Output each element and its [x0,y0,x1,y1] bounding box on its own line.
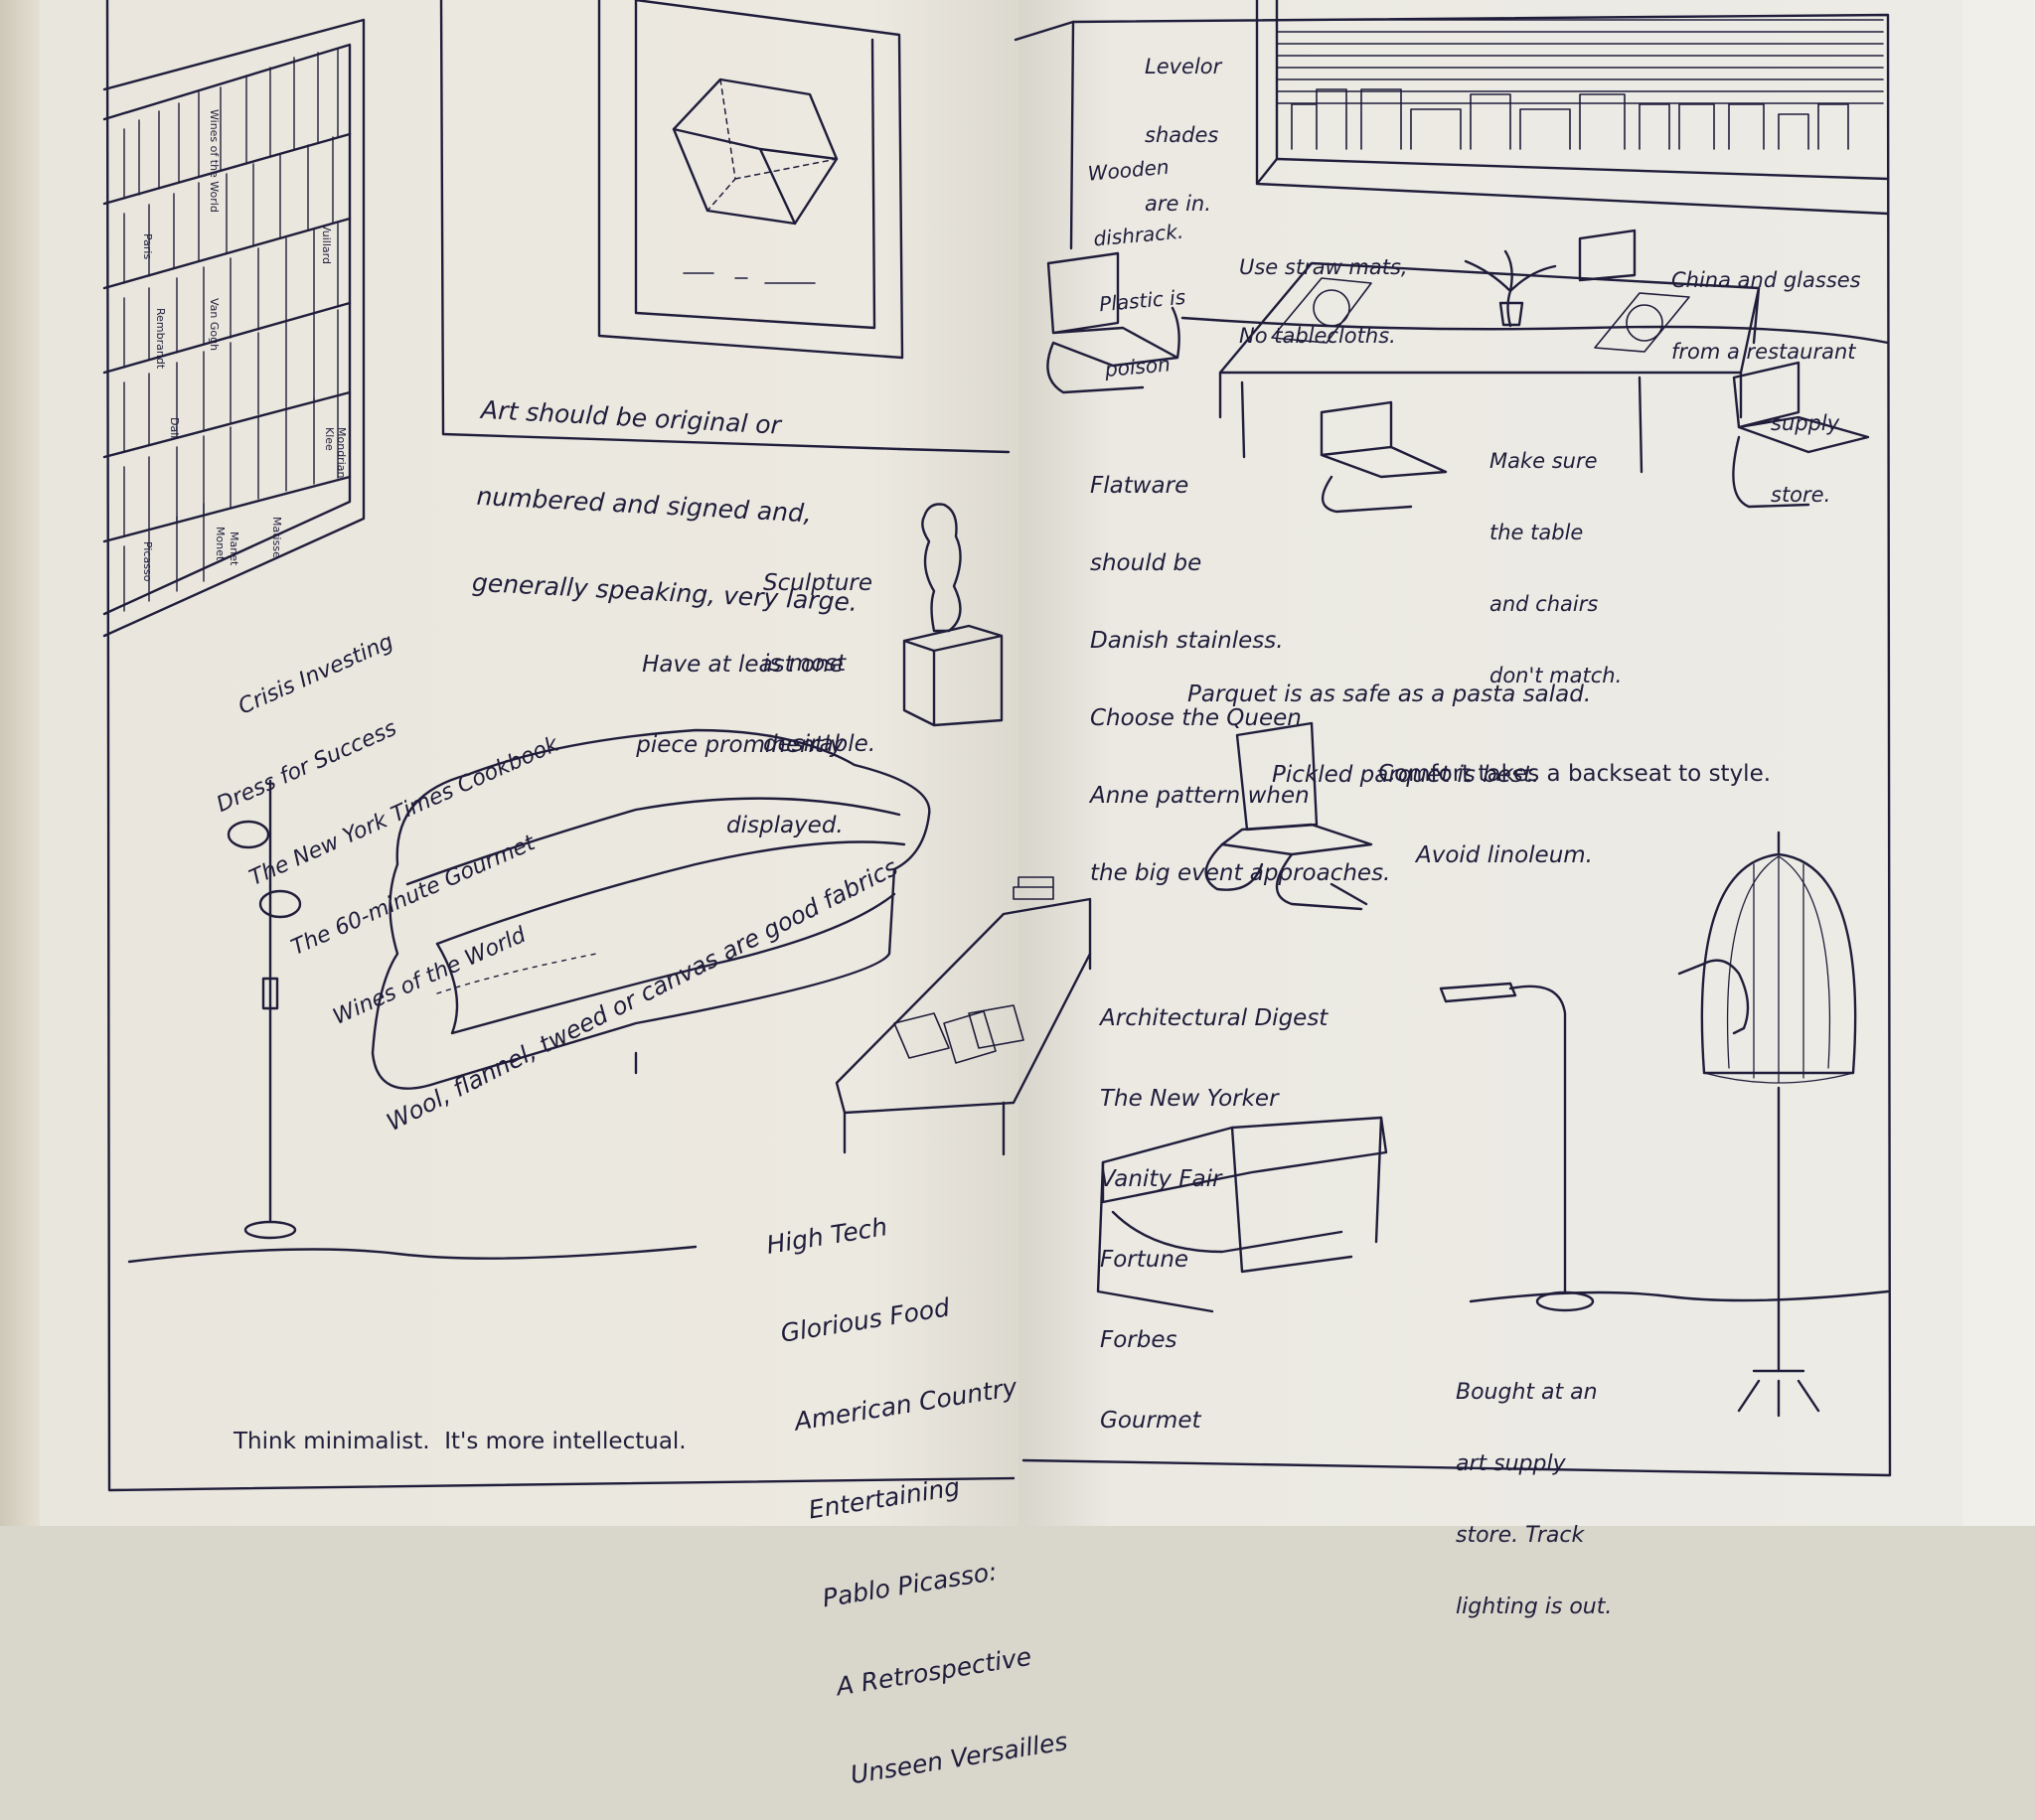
bookshelf-drawing: Wines of the World Paris Vuillard Rembra… [102,18,366,638]
note-line: art supply [1456,1451,1566,1476]
sculpture-note: Sculpture is most desirable. [763,517,875,785]
note-line: Choose the Queen [1090,705,1302,731]
mats-note: Use straw mats, No tablecloths. [1239,211,1408,371]
spine-label: Manet [228,531,240,566]
coffee-table-drawing [835,876,1092,1156]
note-line: Sculpture [763,570,873,596]
note-line: Plastic is [1098,284,1187,317]
art-caption-line: Art should be original or [480,394,782,440]
note-line: Flatware [1090,473,1189,499]
note-line: Use straw mats, [1239,255,1408,279]
note-line: the table [1489,521,1584,544]
note-line: supply [1771,411,1840,435]
magazine-title: Vanity Fair [1100,1166,1222,1192]
note-line: China and glasses [1671,268,1861,292]
chair-drawing [1204,721,1373,911]
note-line: Wooden [1086,154,1171,186]
parquet-note: Parquet is as safe as a pasta salad. Pic… [1187,628,1593,896]
note-line: is most [763,651,847,677]
book-title: Unseen Versailles [848,1727,1070,1790]
magazine-title: Fortune [1100,1247,1189,1273]
spine-label: Rembrandt [154,308,167,370]
note-line: shades [1145,123,1219,147]
flatware-note: Flatware should be Danish stainless. Cho… [1090,421,1390,912]
illustration-layer: Wines of the World Paris Vuillard Rembra… [102,0,1892,1492]
spine-label: Dali [168,417,181,438]
sofa-drawing [371,728,931,1090]
spine-label: Klee [323,427,336,451]
note-line: Have at least one [642,652,844,678]
china-note: China and glasses from a restaurant supp… [1671,221,1861,531]
comfort-note: Comfort takes a backseat to style. [1378,761,1772,787]
lamp-note: Bought at an art supply store. Track lig… [1456,1333,1612,1643]
note-line: the big event approaches. [1090,860,1391,886]
reading-lamp-drawing [1439,982,1595,1312]
shades-note: Levelor shades are in. [1145,10,1221,238]
note-line: Anne pattern when [1090,783,1310,809]
dining-table-drawing [1218,249,1761,474]
magazine-title: Gourmet [1100,1408,1201,1434]
spine-label: Wines of the World [208,109,221,213]
framed-art-drawing [597,0,904,360]
note-line: dishrack. [1092,219,1185,251]
note-line: from a restaurant [1671,340,1856,364]
book-title: High Tech [764,1212,889,1260]
left-page [40,0,1018,1526]
left-page-frame [105,0,1016,1492]
book-title: The New York Times Cookbook [245,731,563,892]
background-surface [1962,0,2035,1526]
spine-label: Van Gogh [208,298,221,351]
right-page [1018,0,1962,1526]
match-note: Make sure the table and chairs don't mat… [1489,401,1622,711]
sculpture-drawing [902,503,1004,727]
cantilever-chairs-drawing [1046,228,1870,514]
spine-label: Paris [141,233,154,259]
magazine-list: Architectural Digest The New Yorker Vani… [1100,952,1328,1461]
note-line: Bought at an [1456,1380,1598,1405]
book-title: A Retrospective [834,1641,1034,1702]
note-line: should be [1090,550,1202,576]
note-line: displayed. [726,813,844,838]
note-line: piece prominently [636,732,844,758]
note-line: Pickled parquet is best. [1272,762,1540,788]
spine-label: Vuillard [320,224,333,264]
floor-lamp-drawing [227,779,302,1240]
note-line: lighting is out. [1456,1594,1613,1619]
window-with-shades-drawing [1255,0,1890,216]
note-line: Danish stainless. [1090,628,1284,654]
birdcage-drawing [1677,831,1857,1418]
book-title: Entertaining [806,1471,962,1525]
note-line: Levelor [1145,55,1222,78]
note-line: No tablecloths. [1239,324,1396,348]
note-line: and chairs [1489,592,1599,616]
magazine-title: Forbes [1100,1327,1177,1353]
note-line: desirable. [763,731,876,757]
note-line: are in. [1145,192,1211,216]
book-title: Pablo Picasso: [820,1557,1000,1613]
spine-label: Matisse [270,517,283,558]
book-title: The 60-minute Gourmet [287,831,540,961]
note-line: poison [1104,352,1172,381]
spine-label: Monet [214,527,227,561]
sculpture-note-2: Have at least one piece prominently disp… [632,598,844,866]
note-line: Avoid linoleum. [1416,842,1593,868]
spine-label: Mondrian [335,427,348,478]
footer-note: Think minimalist. It's more intellectual… [234,1429,687,1454]
note-line: store. [1771,483,1831,507]
magazine-title: The New Yorker [1100,1086,1279,1112]
note-line: store. Track [1456,1523,1585,1548]
right-page-frame [1014,13,1892,1477]
book-title: Dress for Success [213,715,400,819]
armchair-drawing [1096,1116,1388,1313]
book-title: American Country [792,1372,1019,1437]
spine-label: Picasso [141,541,154,582]
note-line: Make sure [1489,449,1598,473]
book-title: Glorious Food [778,1292,952,1348]
note-line: Parquet is as safe as a pasta salad. [1187,682,1592,707]
note-line: don't match. [1489,664,1623,687]
magazine-title: Architectural Digest [1100,1005,1329,1031]
